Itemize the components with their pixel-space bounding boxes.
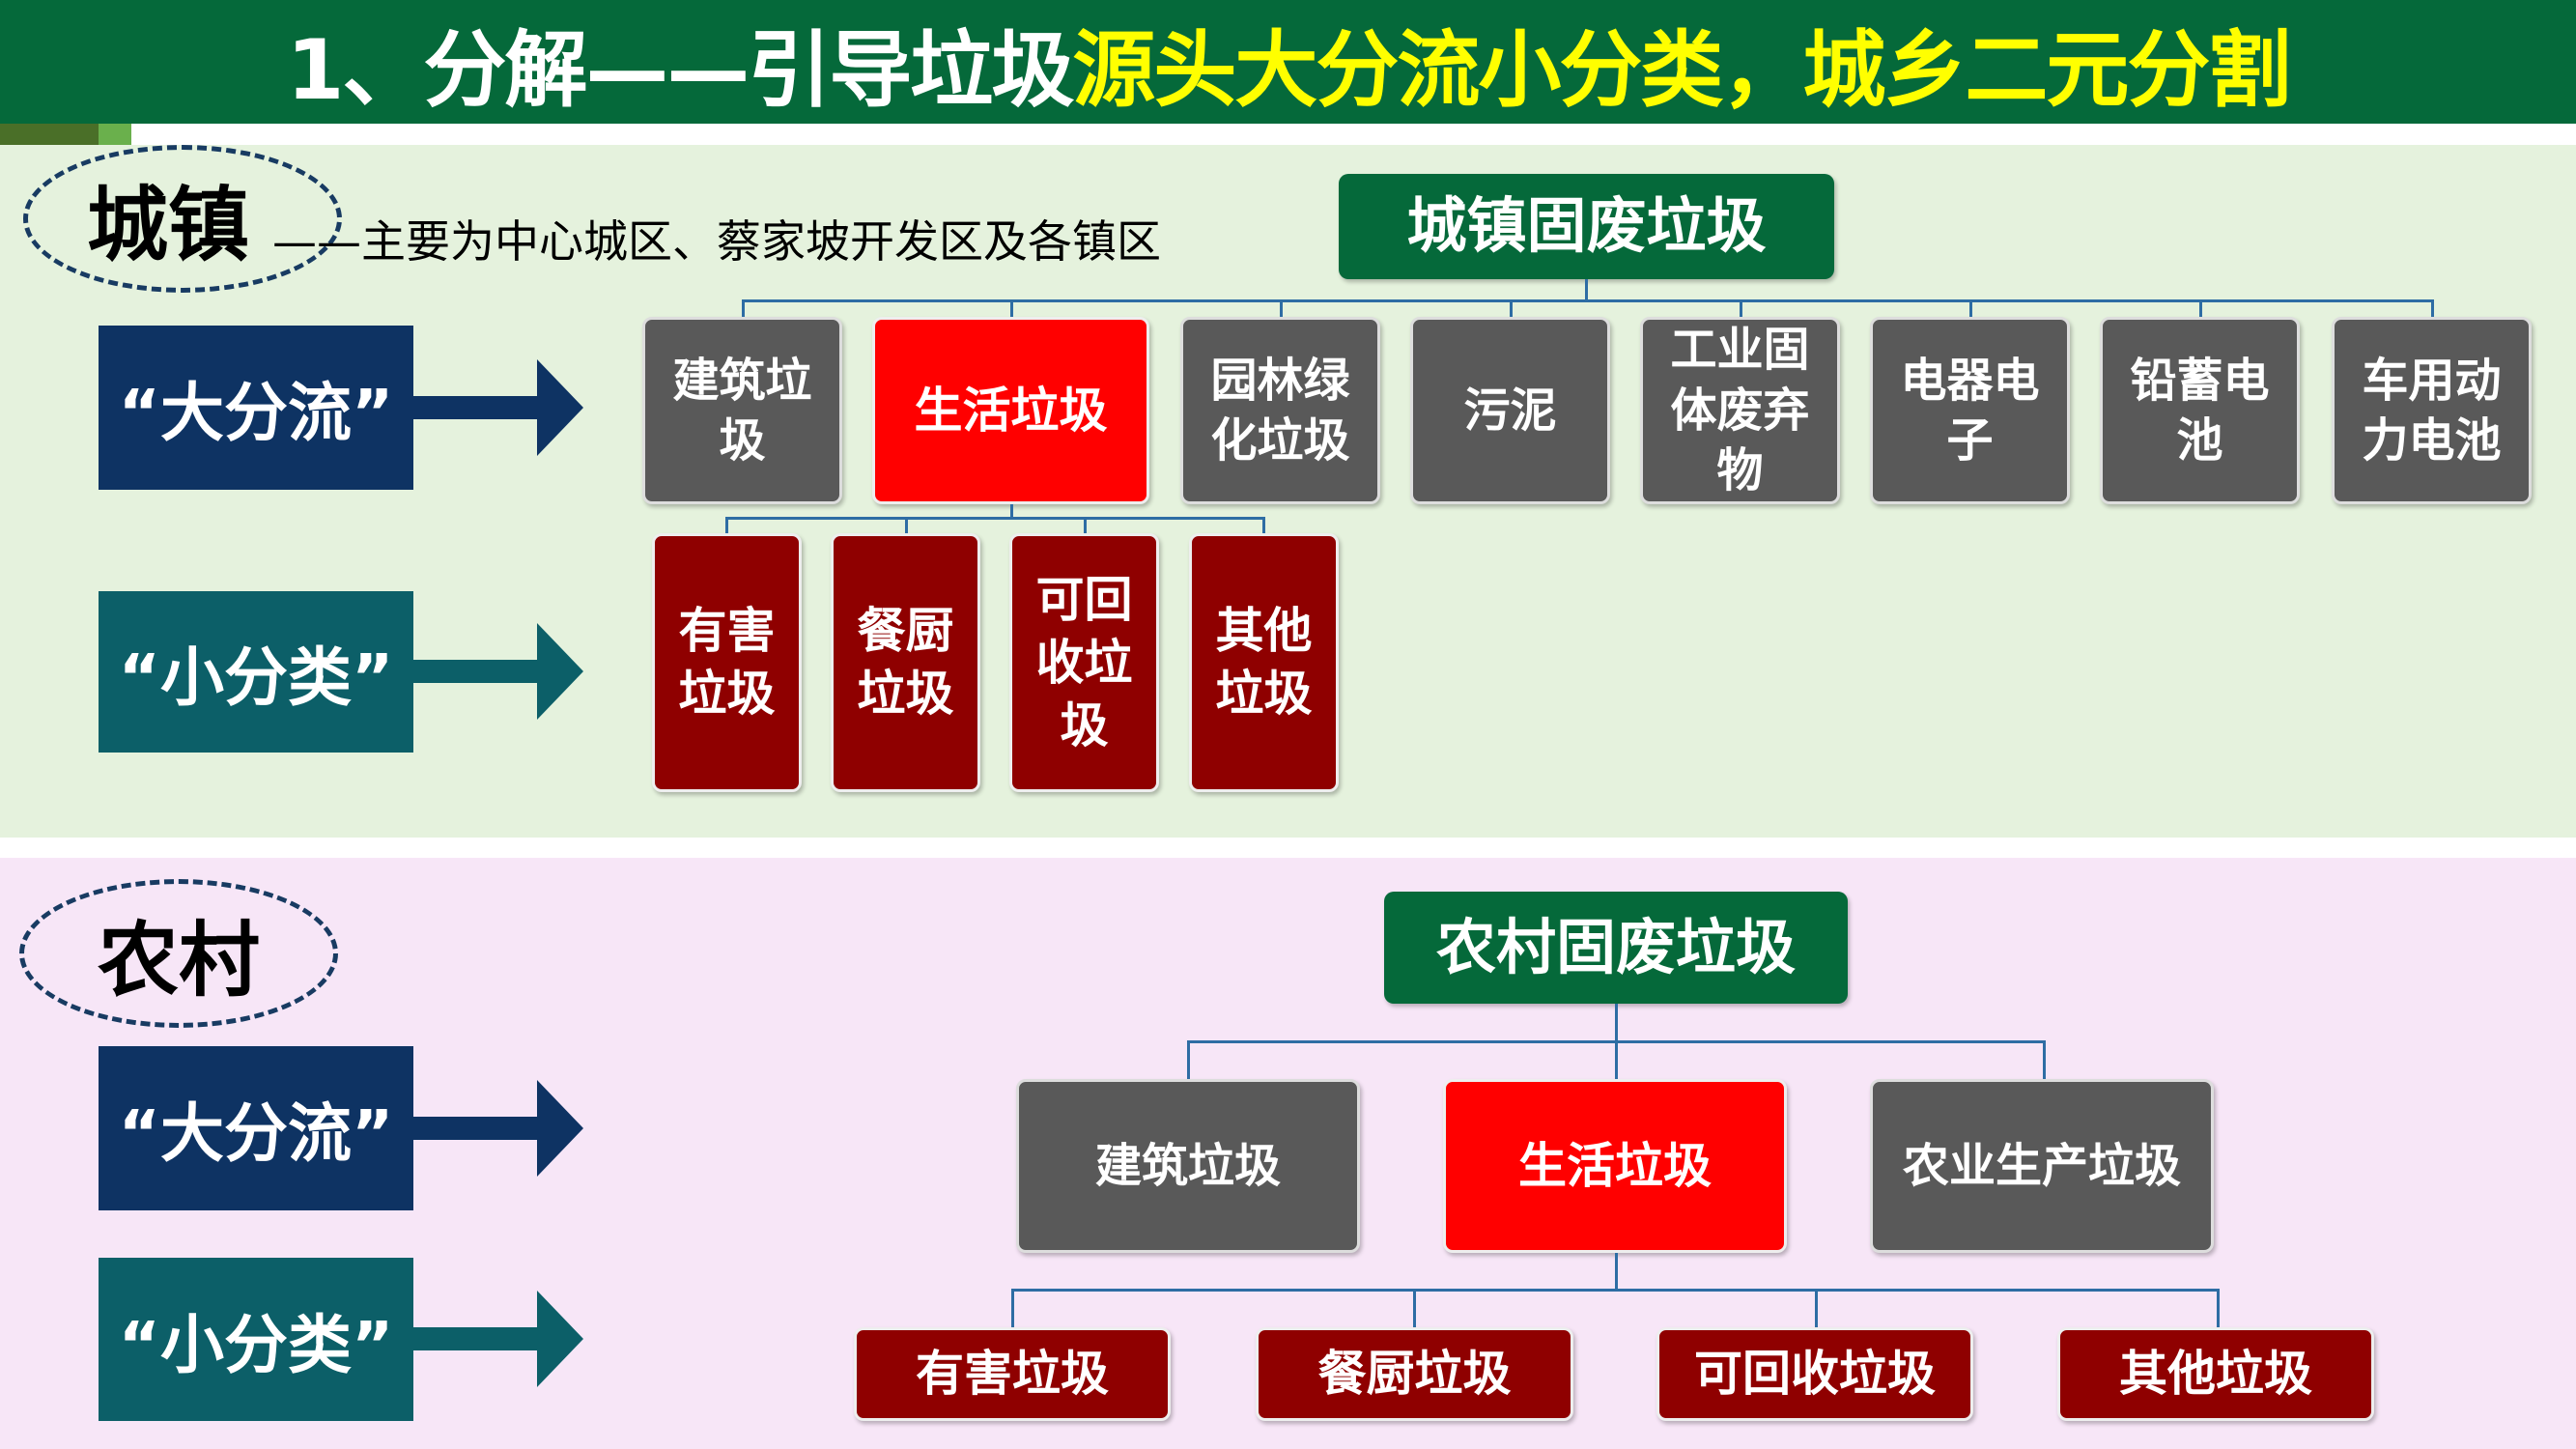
arrow-right-icon xyxy=(413,1080,583,1177)
connector xyxy=(742,299,745,317)
urban-minor-box: 餐厨垃圾 xyxy=(831,533,980,792)
connector xyxy=(2431,299,2434,317)
urban-major-box: 车用动力电池 xyxy=(2332,317,2532,504)
connector xyxy=(725,517,1265,520)
urban-major-box: 工业固体废弃物 xyxy=(1640,317,1840,504)
connector xyxy=(1510,299,1513,317)
rural-major-box: 农业生产垃圾 xyxy=(1870,1079,2214,1253)
urban-major-box: 电器电子 xyxy=(1870,317,2070,504)
connector xyxy=(1585,279,1588,300)
connector xyxy=(742,299,2434,302)
accent-bar-dark xyxy=(0,124,99,145)
title-prefix: 1、分解——引导垃圾 xyxy=(286,21,1075,119)
urban-major-box: 园林绿化垃圾 xyxy=(1180,317,1380,504)
rural-major-label: “大分流” xyxy=(99,1046,413,1210)
rural-root-box: 农村固废垃圾 xyxy=(1384,892,1848,1004)
urban-major-box-highlight: 生活垃圾 xyxy=(872,317,1149,504)
urban-label: 城镇 xyxy=(86,178,249,272)
connector xyxy=(1187,1040,1190,1079)
connector xyxy=(1187,1040,2046,1043)
connector xyxy=(725,517,728,533)
arrow-right-icon xyxy=(413,1291,583,1387)
rural-minor-box: 有害垃圾 xyxy=(854,1327,1171,1421)
connector xyxy=(1969,299,1972,317)
urban-minor-box: 可回收垃圾 xyxy=(1009,533,1159,792)
accent-bar-light xyxy=(99,124,131,145)
connector xyxy=(1815,1289,1818,1327)
urban-major-box: 铅蓄电池 xyxy=(2100,317,2300,504)
urban-minor-box: 有害垃圾 xyxy=(652,533,802,792)
page-title: 1、分解——引导垃圾源头大分流小分类，城乡二元分割 xyxy=(0,0,2576,124)
arrow-right-icon xyxy=(413,623,583,720)
connector xyxy=(1010,299,1013,317)
urban-minor-label: “小分类” xyxy=(99,591,413,753)
rural-oval: 农村 xyxy=(19,879,338,1028)
connector xyxy=(1413,1289,1416,1327)
rural-major-box: 建筑垃圾 xyxy=(1016,1079,1360,1253)
rural-minor-box: 餐厨垃圾 xyxy=(1256,1327,1573,1421)
rural-major-box-highlight: 生活垃圾 xyxy=(1443,1079,1787,1253)
rural-label: 农村 xyxy=(97,912,260,1008)
urban-major-box: 污泥 xyxy=(1410,317,1610,504)
connector xyxy=(1084,517,1087,533)
connector xyxy=(1262,517,1265,533)
urban-major-label: “大分流” xyxy=(99,326,413,490)
urban-root-box: 城镇固废垃圾 xyxy=(1339,174,1834,279)
rural-minor-label: “小分类” xyxy=(99,1258,413,1421)
connector xyxy=(2043,1040,2046,1079)
connector xyxy=(1615,1253,1618,1291)
rural-minor-box: 其他垃圾 xyxy=(2057,1327,2374,1421)
connector xyxy=(1280,299,1283,317)
urban-major-box: 建筑垃圾 xyxy=(642,317,842,504)
urban-oval: 城镇 xyxy=(23,145,342,293)
connector xyxy=(905,517,908,533)
title-highlight: 源头大分流小分类，城乡二元分割 xyxy=(1072,21,2291,119)
connector xyxy=(1740,299,1742,317)
arrow-right-icon xyxy=(413,359,583,456)
connector xyxy=(1010,504,1013,519)
urban-minor-box: 其他垃圾 xyxy=(1189,533,1339,792)
connector xyxy=(1011,1289,2220,1292)
urban-description: ——主要为中心城区、蔡家坡开发区及各镇区 xyxy=(272,215,1161,268)
connector xyxy=(1011,1289,1014,1327)
connector xyxy=(2217,1289,2220,1327)
connector xyxy=(2199,299,2202,317)
rural-minor-box: 可回收垃圾 xyxy=(1656,1327,1973,1421)
